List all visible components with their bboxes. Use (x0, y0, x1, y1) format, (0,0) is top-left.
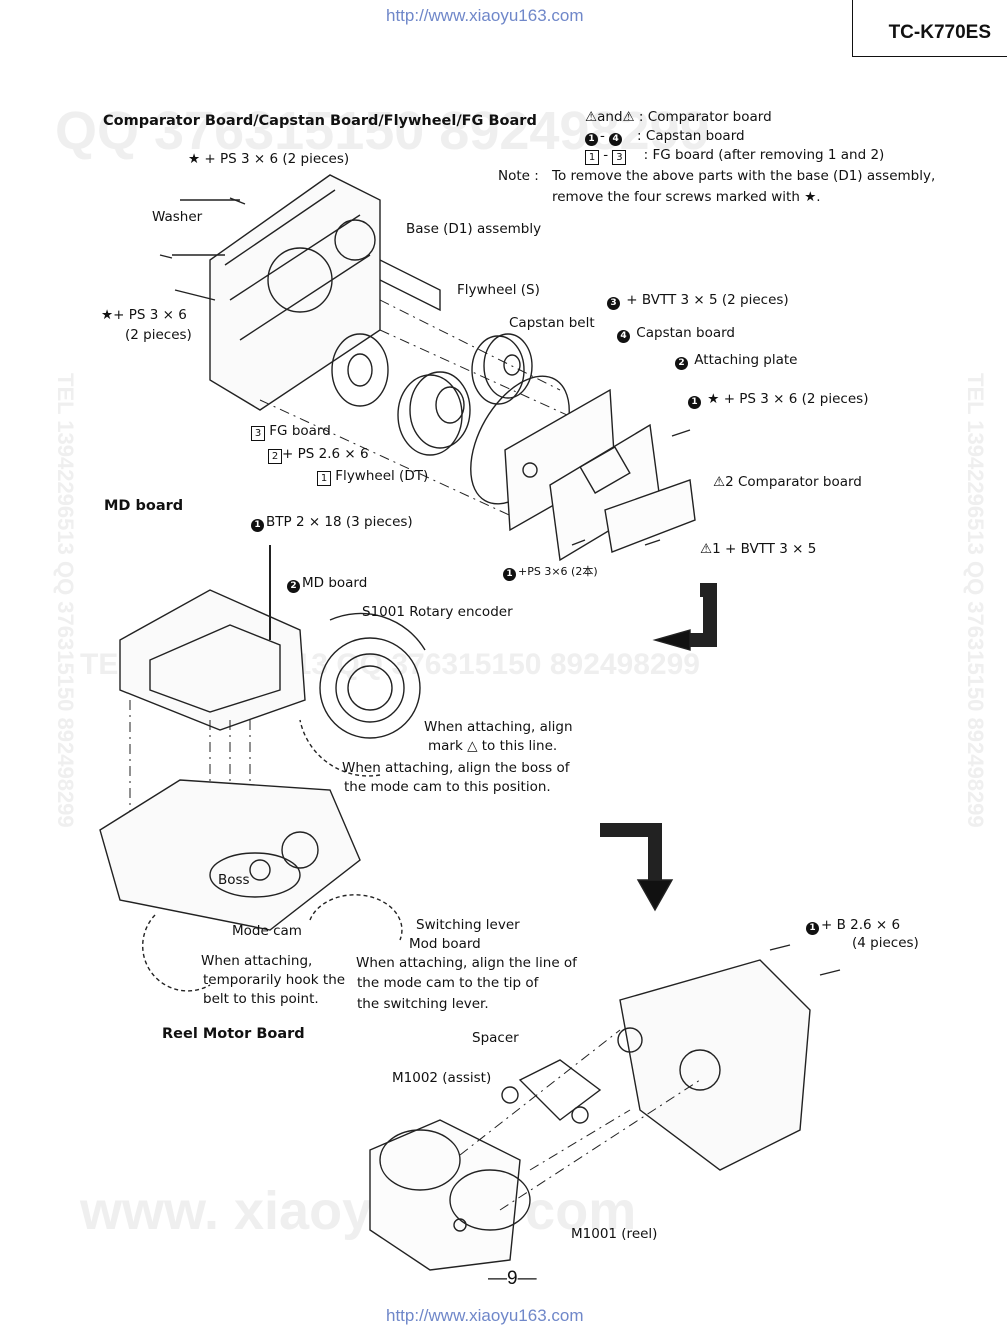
label-hook-2: temporarily hook the (203, 972, 346, 988)
label-spacer: Spacer (472, 1030, 519, 1046)
page-number: —9— (488, 1268, 537, 1289)
label-align-boss-2: the mode cam to this position. (344, 779, 551, 795)
label-btp-text: BTP 2 × 18 (3 pieces) (266, 514, 413, 530)
label-fg-board: 3 FG board (251, 423, 331, 441)
legend-capstan: 1- 4 : Capstan board (585, 128, 745, 146)
header-divider-horizontal (852, 56, 1007, 57)
box-3-icon: 3 (612, 150, 627, 165)
label-ps-2hon-text: +PS 3×6 (2本) (518, 565, 598, 578)
label-star-ps-left-2: (2 pieces) (125, 327, 192, 343)
label-base-assembly: Base (D1) assembly (406, 221, 542, 237)
label-hook-3: belt to this point. (203, 991, 319, 1007)
box-1-icon: 1 (317, 471, 331, 486)
label-ps-2hon: 1+PS 3×6 (2本) (503, 564, 598, 581)
note-line-2: remove the four screws marked with ★. (552, 189, 821, 205)
number-1-icon: 1 (688, 396, 701, 409)
label-star-ps-left-1: ★+ PS 3 × 6 (101, 307, 187, 323)
label-flywheel-dt: 1 Flywheel (DT) (317, 468, 428, 486)
label-bvtt-1: ⚠1 + BVTT 3 × 5 (700, 541, 816, 557)
label-fg-board-text: FG board (269, 423, 331, 439)
watermark-bottom: www. xiaoyu163. com (80, 1181, 637, 1241)
label-attaching-plate-text: Attaching plate (694, 352, 798, 368)
legend-and: and (597, 109, 623, 125)
section-title-reel-motor: Reel Motor Board (162, 1026, 305, 1042)
note-line-1: To remove the above parts with the base … (552, 168, 936, 184)
label-bvtt-1-text: 1 + BVTT 3 × 5 (712, 541, 817, 557)
legend-comparator-text: : Comparator board (638, 109, 772, 125)
label-ps-26: 2+ PS 2.6 × 6 (268, 446, 369, 464)
legend-fg-text: : FG board (after removing 1 and 2) (643, 147, 885, 163)
box-2-icon: 2 (268, 449, 282, 464)
label-capstan-board-text: Capstan board (636, 325, 735, 341)
triangle-2-icon: ⚠ (713, 474, 726, 490)
number-2-icon: 2 (287, 580, 300, 593)
number-1-icon: 1 (585, 133, 598, 146)
label-m1001: M1001 (reel) (571, 1226, 658, 1242)
legend-dash: - (600, 128, 605, 144)
legend-comparator: ⚠and⚠ : Comparator board (585, 109, 772, 125)
triangle-1-icon: ⚠ (585, 109, 598, 125)
label-line-3: the switching lever. (357, 996, 489, 1012)
number-2-icon: 2 (675, 357, 688, 370)
label-align-boss-1: When attaching, align the boss of (342, 760, 570, 776)
label-star-ps-right-text: ★ + PS 3 × 6 (2 pieces) (707, 391, 869, 407)
label-washer: Washer (152, 209, 203, 225)
label-comparator-2-text: 2 Comparator board (725, 474, 862, 490)
triangle-1-icon: ⚠ (700, 541, 713, 557)
header-divider-vertical (852, 0, 853, 56)
model-number: TC-K770ES (888, 22, 991, 43)
label-switching-lever: Switching lever (416, 917, 520, 933)
label-mode-cam: Mode cam (232, 923, 302, 939)
legend-fg: 1 - 3 : FG board (after removing 1 and 2… (585, 147, 884, 165)
label-line-2: the mode cam to the tip of (357, 975, 539, 991)
section-title-md-board: MD board (104, 498, 184, 514)
number-3-icon: 3 (607, 297, 620, 310)
label-align-mark-2: mark △ to this line. (428, 738, 558, 754)
number-4-icon: 4 (609, 133, 623, 146)
number-1-icon: 1 (503, 568, 516, 581)
legend-capstan-text: : Capstan board (637, 128, 745, 144)
label-capstan-board: 4 Capstan board (617, 325, 735, 343)
label-m1002: M1002 (assist) (392, 1070, 492, 1086)
note-label: Note : (498, 168, 539, 184)
label-ps-26-text: + PS 2.6 × 6 (282, 446, 369, 462)
label-hook-1: When attaching, (201, 953, 313, 969)
section-title-comparator: Comparator Board/Capstan Board/Flywheel/… (103, 113, 537, 129)
box-3-icon: 3 (251, 426, 265, 441)
label-flywheel-s: Flywheel (S) (457, 282, 540, 298)
label-comparator-2: ⚠2 Comparator board (713, 474, 862, 490)
watermark-top: QQ 376315150 892498299 (55, 101, 710, 161)
label-b26-1: 1+ B 2.6 × 6 (806, 917, 900, 935)
label-b26-2: (4 pieces) (852, 935, 919, 951)
label-star-ps-top: ★ + PS 3 × 6 (2 pieces) (188, 151, 350, 167)
label-star-ps-right: 1 ★ + PS 3 × 6 (2 pieces) (688, 391, 868, 409)
label-capstan-belt: Capstan belt (509, 315, 595, 331)
label-mod-board: Mod board (409, 936, 481, 952)
label-boss: Boss (218, 872, 250, 888)
label-attaching-plate: 2 Attaching plate (675, 352, 798, 370)
label-bvtt-3-text: + BVTT 3 × 5 (2 pieces) (626, 292, 789, 308)
label-flywheel-dt-text: Flywheel (DT) (335, 468, 429, 484)
number-1-icon: 1 (806, 922, 819, 935)
number-4-icon: 4 (617, 330, 630, 343)
number-1-icon: 1 (251, 519, 264, 532)
box-1-icon: 1 (585, 150, 599, 165)
label-align-mark-1: When attaching, align (424, 719, 573, 735)
label-bvtt-3: 3 + BVTT 3 × 5 (2 pieces) (607, 292, 789, 310)
triangle-2-icon: ⚠ (622, 109, 635, 125)
label-md-board-text: MD board (302, 575, 368, 591)
label-line-1: When attaching, align the line of (356, 955, 577, 971)
label-s1001: S1001 Rotary encoder (362, 604, 513, 620)
source-url-top[interactable]: http://www.xiaoyu163.com (386, 6, 584, 25)
source-url-bottom[interactable]: http://www.xiaoyu163.com (386, 1306, 584, 1325)
label-b26-1-text: + B 2.6 × 6 (821, 917, 901, 933)
